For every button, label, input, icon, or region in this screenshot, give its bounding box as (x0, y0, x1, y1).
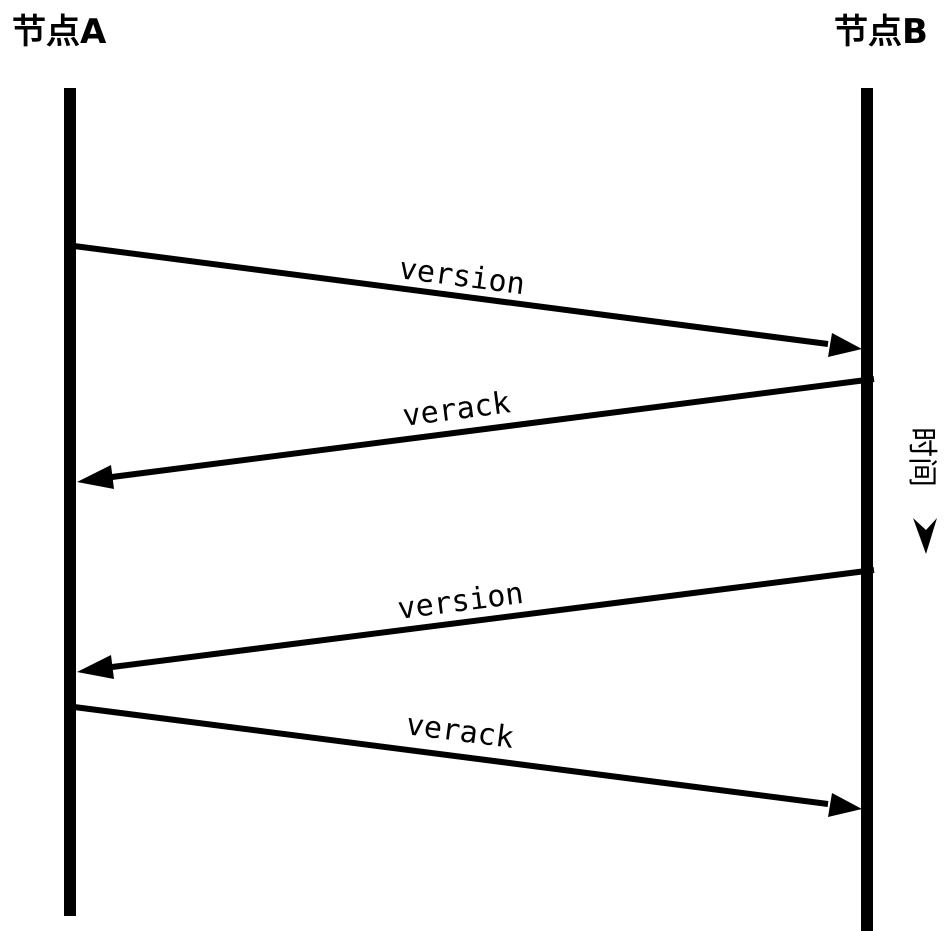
node-a-label: 节点A (12, 12, 107, 52)
arrowhead-icon (828, 333, 862, 357)
arrowhead-icon (77, 465, 114, 489)
message-arrow-line (73, 243, 829, 347)
time-axis: 时间 (904, 427, 939, 554)
message-version-a-to-b: version (73, 243, 862, 357)
time-axis-label: 时间 (904, 427, 939, 487)
message-arrow-line (111, 567, 875, 670)
node-b-label: 节点B (834, 12, 928, 52)
time-arrow-down-icon (913, 518, 937, 554)
message-verack-b-to-a: verack (77, 376, 875, 489)
arrowhead-icon (828, 793, 862, 817)
message-arrow-line (111, 376, 875, 480)
message-arrow-line (73, 704, 829, 807)
message-verack-a-to-b: verack (73, 704, 862, 817)
arrowhead-icon (77, 655, 114, 679)
message-version-b-to-a: version (77, 567, 875, 679)
